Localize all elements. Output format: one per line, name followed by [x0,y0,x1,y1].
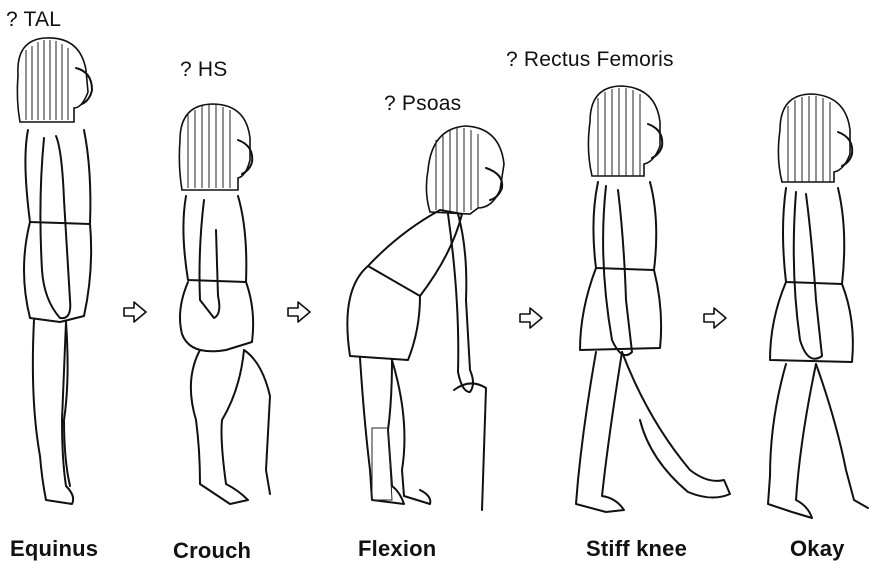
right-arrow-icon [704,308,726,328]
right-arrow-icon [520,308,542,328]
right-arrow-icon [124,302,146,322]
flexion-figure [347,126,504,510]
okay-figure [768,94,868,518]
right-arrow-icon [288,302,310,322]
crouch-figure [179,104,270,504]
equinus-figure [17,38,92,504]
stiff-knee-figure [576,86,730,512]
